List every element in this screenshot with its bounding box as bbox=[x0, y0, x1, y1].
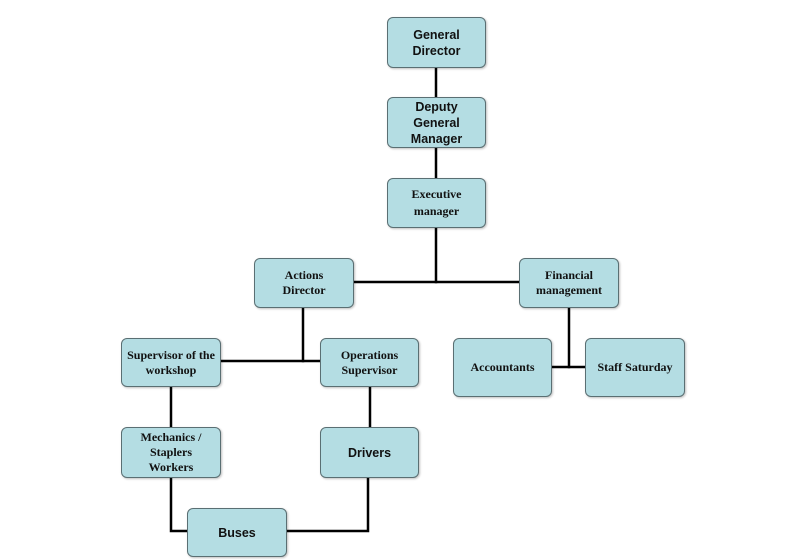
node-label: Executive manager bbox=[411, 187, 462, 218]
node-label: Financial management bbox=[536, 268, 602, 297]
connector-drv-bus bbox=[285, 476, 370, 533]
node-mechanics-staplers-workers: Mechanics / Staplers Workers bbox=[121, 427, 221, 478]
node-label: Buses bbox=[218, 525, 256, 540]
node-financial-management: Financial management bbox=[519, 258, 619, 308]
node-label: Drivers bbox=[347, 445, 392, 460]
node-label: Supervisor of the workshop bbox=[127, 347, 215, 377]
node-operations-supervisor: Operations Supervisor bbox=[320, 338, 419, 387]
node-label: Accountants bbox=[470, 360, 535, 374]
node-label: General Director bbox=[412, 27, 461, 58]
node-buses: Buses bbox=[187, 508, 287, 557]
node-label: Mechanics / Staplers Workers bbox=[140, 430, 202, 474]
connector-mech-bus bbox=[169, 476, 189, 533]
node-actions-director: Actions Director bbox=[254, 258, 354, 308]
node-deputy-general-manager: Deputy General Manager bbox=[387, 97, 486, 148]
node-supervisor-of-the-workshop: Supervisor of the workshop bbox=[121, 338, 221, 387]
node-accountants: Accountants bbox=[453, 338, 552, 397]
node-executive-manager: Executive manager bbox=[387, 178, 486, 228]
node-label: Deputy General Manager bbox=[410, 99, 463, 146]
node-label: Staff Saturday bbox=[597, 360, 673, 374]
node-drivers: Drivers bbox=[320, 427, 419, 478]
node-general-director: General Director bbox=[387, 17, 486, 68]
node-label: Operations Supervisor bbox=[340, 347, 399, 377]
node-staff-saturday: Staff Saturday bbox=[585, 338, 685, 397]
node-label: Actions Director bbox=[282, 268, 326, 297]
